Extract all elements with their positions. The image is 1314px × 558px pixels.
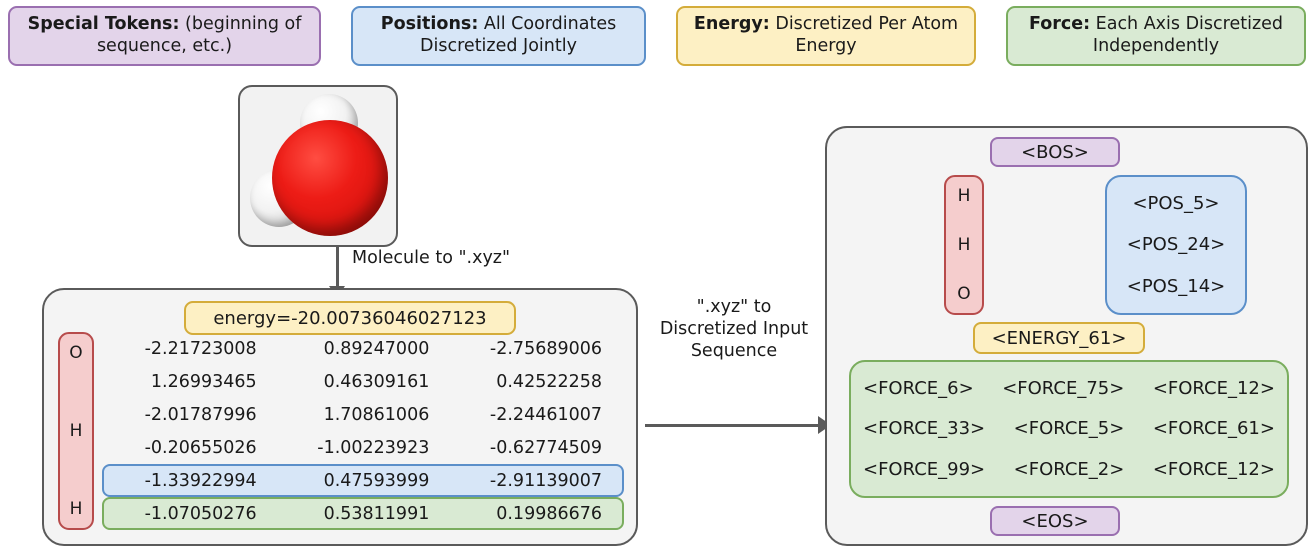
force-token: <FORCE_5>	[1013, 418, 1125, 440]
coord-x: -2.01787996	[144, 404, 257, 425]
molecule-card	[238, 85, 398, 247]
xyz-atom-label: H	[69, 499, 83, 519]
coord-y: 0.89247000	[323, 338, 430, 359]
force-token-row: <FORCE_6> <FORCE_75> <FORCE_12>	[863, 378, 1275, 399]
force-token: <FORCE_75>	[1002, 377, 1125, 399]
token-atom-label: H	[957, 186, 971, 206]
legend-bar: Special Tokens: (beginning of sequence, …	[0, 6, 1314, 66]
force-token-box: <FORCE_6> <FORCE_75> <FORCE_12> <FORCE_3…	[849, 360, 1289, 498]
coord-y: -1.00223923	[317, 437, 430, 458]
position-token: <POS_5>	[1132, 193, 1220, 215]
coord-x: -1.33922994	[144, 470, 257, 491]
legend-force-title: Force:	[1028, 14, 1091, 35]
table-row: -0.20655026 -1.00223923 -0.62774509	[102, 431, 624, 464]
force-token: <FORCE_33>	[863, 418, 986, 440]
coord-x: 1.26993465	[150, 371, 257, 392]
legend-item-energy: Energy: Discretized Per Atom Energy	[676, 6, 976, 66]
legend-special-text: Special Tokens: (beginning of sequence, …	[20, 14, 309, 58]
force-token: <FORCE_12>	[1152, 377, 1275, 399]
force-token: <FORCE_12>	[1152, 459, 1275, 481]
coord-x: -2.21723008	[144, 338, 257, 359]
legend-positions-desc: All Coordinates Discretized Jointly	[420, 14, 617, 56]
table-row: -2.01787996 1.70861006 -2.24461007	[102, 398, 624, 431]
eos-token: <EOS>	[990, 506, 1120, 536]
coord-z: -2.75689006	[489, 338, 603, 359]
coord-y: 0.46309161	[323, 371, 430, 392]
legend-energy-title: Energy:	[693, 14, 770, 35]
legend-item-force: Force: Each Axis Discretized Independent…	[1006, 6, 1306, 66]
table-row: 1.26993465 0.46309161 0.42522258	[102, 365, 624, 398]
coord-y: 1.70861006	[323, 404, 430, 425]
token-atom-label: O	[957, 284, 971, 304]
arrow-xyz-to-sequence-label: ".xyz" to Discretized Input Sequence	[659, 297, 809, 362]
legend-force-desc: Each Axis Discretized Independently	[1090, 14, 1284, 56]
coord-y: 0.53811991	[323, 503, 430, 524]
coord-z: -2.24461007	[489, 404, 603, 425]
position-token: <POS_24>	[1126, 234, 1226, 256]
xyz-atom-label: H	[69, 421, 83, 441]
legend-special-desc: (beginning of sequence, etc.)	[96, 14, 302, 56]
token-sequence-panel: <BOS> H H O <POS_5> <POS_24> <POS_14> <E…	[825, 126, 1308, 546]
force-token-row: <FORCE_99> <FORCE_2> <FORCE_12>	[863, 459, 1275, 480]
table-row: -2.21723008 0.89247000 -2.75689006	[102, 332, 624, 365]
table-row-position-highlight: -1.33922994 0.47593999 -2.91139007	[102, 464, 624, 497]
token-atom-label-column: H H O	[944, 175, 984, 315]
xyz-atom-label: O	[69, 343, 83, 363]
xyz-file-panel: energy=-20.00736046027123 O H H -2.21723…	[42, 288, 638, 546]
coord-z: -2.91139007	[489, 470, 603, 491]
arrow-molecule-to-xyz-label: Molecule to ".xyz"	[352, 248, 511, 268]
coord-z: 0.42522258	[496, 371, 603, 392]
coord-z: 0.19986676	[496, 503, 603, 524]
legend-special-title: Special Tokens:	[27, 14, 180, 35]
position-token: <POS_14>	[1126, 275, 1226, 297]
force-token-row: <FORCE_33> <FORCE_5> <FORCE_61>	[863, 418, 1275, 439]
coord-x: -0.20655026	[144, 437, 257, 458]
legend-positions-text: Positions: All Coordinates Discretized J…	[363, 14, 634, 58]
energy-token: <ENERGY_61>	[973, 322, 1145, 354]
coord-y: 0.47593999	[323, 470, 430, 491]
force-token: <FORCE_99>	[863, 459, 986, 481]
legend-energy-desc: Discretized Per Atom Energy	[769, 14, 959, 56]
bos-token: <BOS>	[990, 137, 1120, 167]
arrow-xyz-to-sequence-icon	[645, 416, 831, 434]
xyz-energy-chip: energy=-20.00736046027123	[184, 301, 516, 335]
force-token: <FORCE_2>	[1013, 459, 1125, 481]
table-row-force-highlight: -1.07050276 0.53811991 0.19986676	[102, 497, 624, 530]
xyz-atom-label-column: O H H	[58, 332, 94, 530]
force-token: <FORCE_61>	[1152, 418, 1275, 440]
legend-energy-text: Energy: Discretized Per Atom Energy	[688, 14, 964, 58]
legend-force-text: Force: Each Axis Discretized Independent…	[1018, 14, 1294, 58]
legend-item-special-tokens: Special Tokens: (beginning of sequence, …	[8, 6, 321, 66]
token-atom-label: H	[957, 235, 971, 255]
coord-x: -1.07050276	[144, 503, 257, 524]
legend-item-positions: Positions: All Coordinates Discretized J…	[351, 6, 646, 66]
position-token-box: <POS_5> <POS_24> <POS_14>	[1105, 175, 1247, 315]
coord-z: -0.62774509	[489, 437, 603, 458]
force-token: <FORCE_6>	[863, 377, 974, 399]
legend-positions-title: Positions:	[380, 14, 479, 35]
oxygen-atom-icon	[272, 120, 388, 236]
arrow-molecule-to-xyz-icon	[329, 247, 345, 298]
xyz-coordinate-table: -2.21723008 0.89247000 -2.75689006 1.269…	[102, 332, 624, 530]
